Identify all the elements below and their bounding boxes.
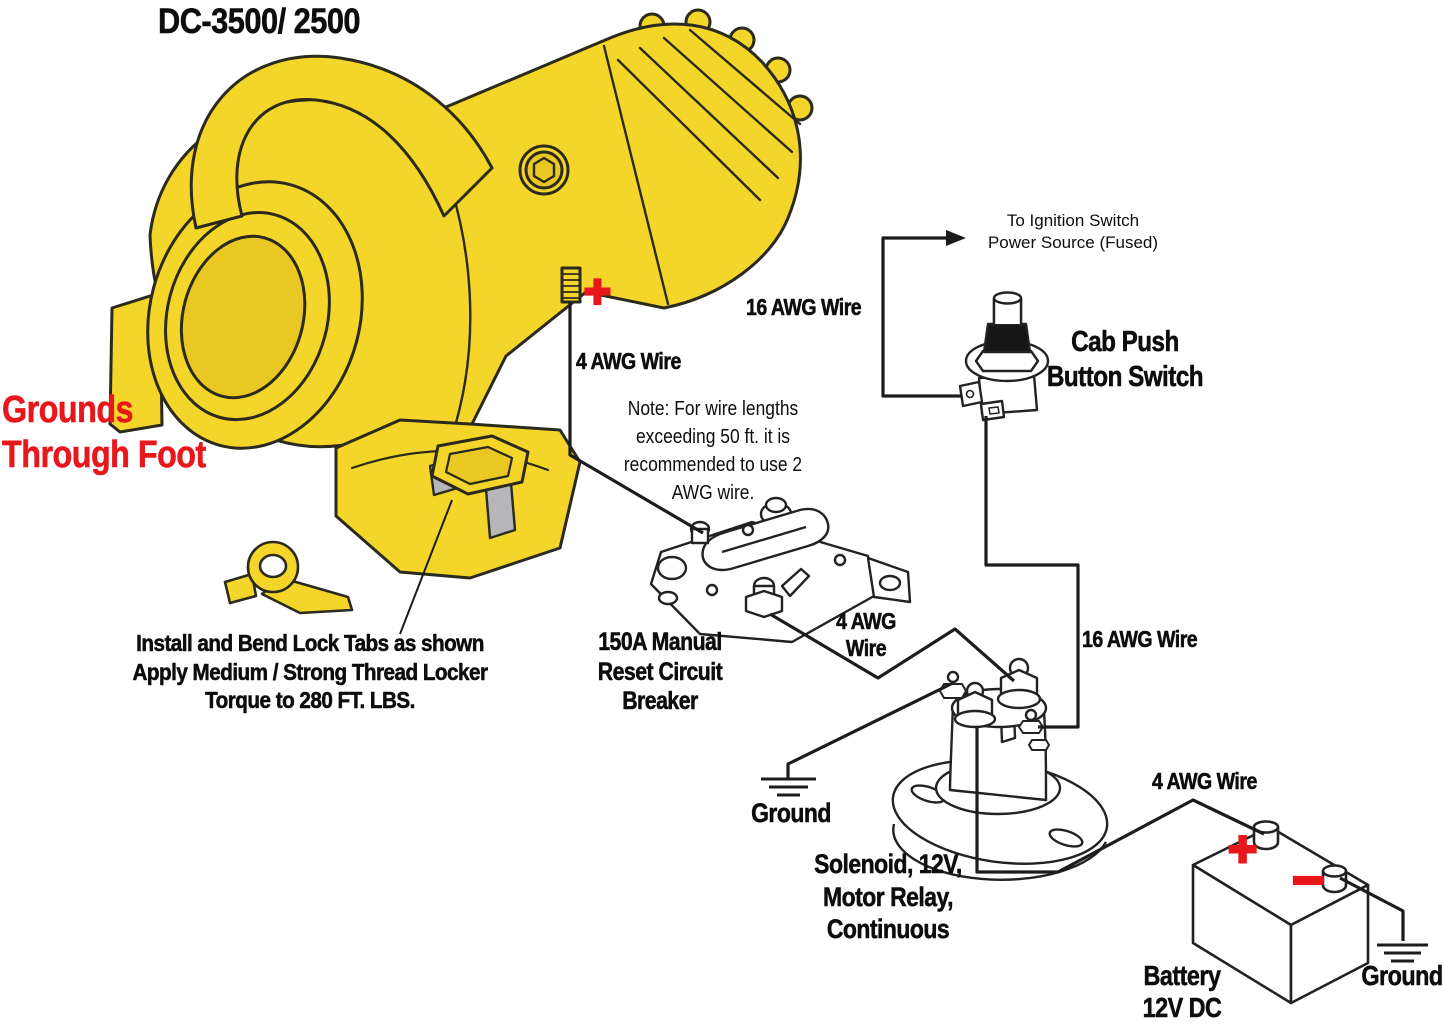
wire-label-motor-4awg: 4 AWG Wire xyxy=(576,348,682,375)
solenoid-label-line1: Solenoid, 12V, xyxy=(814,849,963,880)
wire-label-battery-4awg: 4 AWG Wire xyxy=(1152,768,1258,795)
wire-motor-to-breaker xyxy=(568,302,704,535)
lock-tab-note-line1: Install and Bend Lock Tabs as shown xyxy=(136,630,485,657)
battery-label-line1: Battery xyxy=(1143,960,1221,992)
wire-breaker-to-solenoid xyxy=(769,612,1016,683)
battery-label: Battery 12V DC xyxy=(1110,960,1255,1024)
battery-label-line2: 12V DC xyxy=(1142,992,1222,1024)
wire-note-line3: recommended to use 2 xyxy=(623,453,803,476)
wire-length-note: Note: For wire lengths exceeding 50 ft. … xyxy=(611,395,815,507)
grounds-through-foot-note: Grounds Through Foot xyxy=(2,388,207,478)
diagram-title: DC-3500/ 2500 xyxy=(158,2,361,42)
wire-battery-to-ground xyxy=(1339,876,1405,941)
ignition-note-line1: To Ignition Switch xyxy=(1006,211,1140,230)
wire-note-line1: Note: For wire lengths xyxy=(627,397,799,420)
wire-switch-to-ignition xyxy=(881,236,962,398)
wire-label-switch-16awg: 16 AWG Wire xyxy=(746,294,862,321)
wire-note-line4: AWG wire. xyxy=(671,481,755,504)
lock-tab-note-line2: Apply Medium / Strong Thread Locker xyxy=(132,658,488,685)
ignition-arrowhead-icon xyxy=(946,230,966,246)
push-button-label-line1: Cab Push xyxy=(1071,326,1180,359)
solenoid-label: Solenoid, 12V, Motor Relay, Continuous xyxy=(786,848,990,946)
circuit-breaker-label-line1: 150A Manual xyxy=(598,628,722,657)
circuit-breaker-label-line2: Reset Circuit xyxy=(597,657,723,686)
battery-negative-symbol: − xyxy=(1291,848,1327,911)
lock-tab-instructions: Install and Bend Lock Tabs as shown Appl… xyxy=(125,629,495,715)
wire-solenoid-to-ground xyxy=(786,682,952,779)
wire-label-breaker-4awg: 4 AWG Wire xyxy=(815,608,917,661)
grounds-note-line2: Through Foot xyxy=(2,434,207,477)
lock-tab-illustration xyxy=(223,540,354,615)
ignition-note-line2: Power Source (Fused) xyxy=(987,233,1159,252)
solenoid-illustration xyxy=(891,657,1109,881)
push-button-switch-label: Cab Push Button Switch xyxy=(1032,325,1219,395)
solenoid-ground-label: Ground xyxy=(751,798,832,829)
wire-switch-to-solenoid xyxy=(984,416,1080,729)
battery-positive-symbol: + xyxy=(1226,821,1258,877)
circuit-breaker-label-line3: Breaker xyxy=(622,687,699,716)
ignition-destination-note: To Ignition Switch Power Source (Fused) xyxy=(963,210,1183,254)
circuit-breaker-illustration xyxy=(649,496,912,644)
solenoid-label-line3: Continuous xyxy=(826,914,950,945)
breaker-wire-label-line2: Wire xyxy=(845,634,887,661)
wire-note-line2: exceeding 50 ft. it is xyxy=(635,425,791,448)
lock-tab-leader-line xyxy=(399,499,453,635)
circuit-breaker-label: 150A Manual Reset Circuit Breaker xyxy=(567,628,754,717)
grounds-note-line1: Grounds xyxy=(2,389,134,432)
wire-solenoid-to-battery xyxy=(975,726,1265,874)
motor-positive-terminal-symbol: + xyxy=(583,265,613,317)
push-button-label-line2: Button Switch xyxy=(1046,361,1204,394)
ground-symbol-solenoid-icon xyxy=(761,777,816,797)
battery-illustration xyxy=(1191,820,1370,1005)
battery-ground-label: Ground xyxy=(1361,960,1443,992)
breaker-wire-label-line1: 4 AWG xyxy=(836,608,897,635)
lock-tab-note-line3: Torque to 280 FT. LBS. xyxy=(205,687,416,714)
wire-label-solenoid-16awg: 16 AWG Wire xyxy=(1082,626,1198,653)
solenoid-label-line2: Motor Relay, xyxy=(823,881,954,912)
motor-illustration xyxy=(108,8,814,580)
ground-symbol-battery-icon xyxy=(1377,943,1428,963)
push-button-switch-illustration xyxy=(958,291,1050,422)
